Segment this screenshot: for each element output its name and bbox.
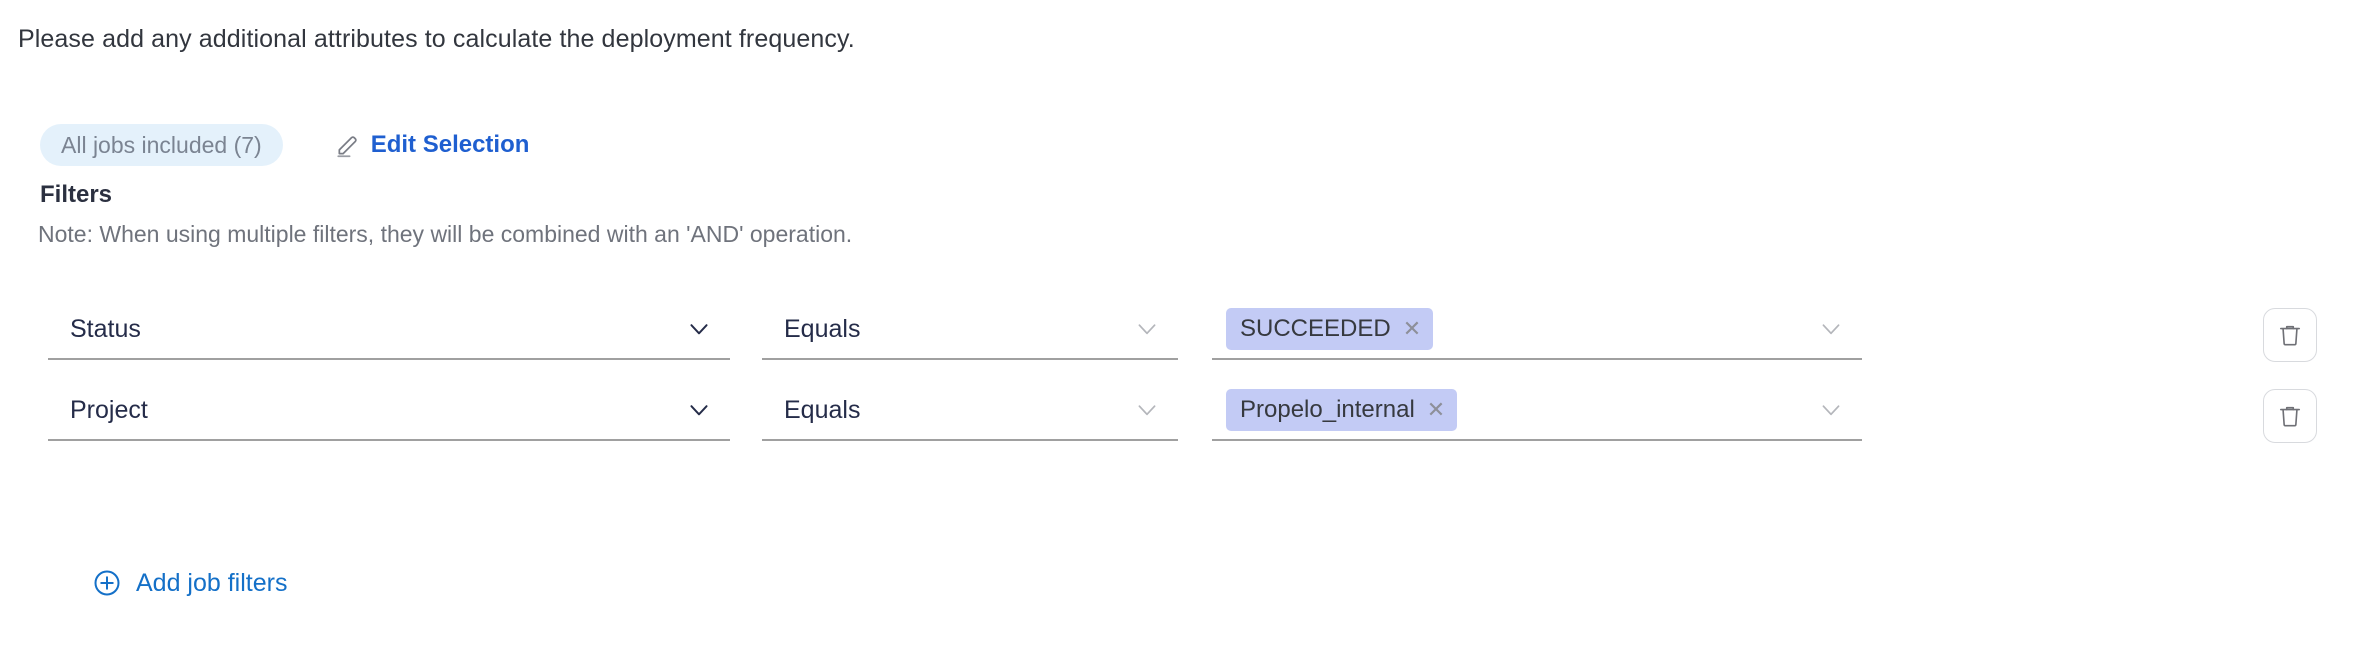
filter-row: Project Equals Propelo_internal ✕ — [0, 381, 2376, 461]
add-job-filters-button[interactable]: Add job filters — [92, 568, 287, 598]
filter-value-chip[interactable]: SUCCEEDED ✕ — [1226, 308, 1434, 350]
trash-icon — [2277, 322, 2303, 348]
edit-selection-button[interactable]: Edit Selection — [335, 131, 530, 159]
intro-text: Please add any additional attributes to … — [18, 25, 855, 53]
chevron-down-icon — [1134, 397, 1160, 423]
filter-attribute-select[interactable]: Status — [48, 300, 730, 360]
filter-attribute-select[interactable]: Project — [48, 381, 730, 441]
filters-note: Note: When using multiple filters, they … — [38, 221, 853, 247]
filter-row: Status Equals SUCCEEDED ✕ — [0, 300, 2376, 380]
filter-operator-select[interactable]: Equals — [762, 300, 1178, 360]
filter-value-chip-label: Propelo_internal — [1240, 396, 1415, 423]
jobs-included-badge: All jobs included (7) — [40, 124, 283, 166]
filter-value-select[interactable]: SUCCEEDED ✕ — [1212, 300, 1862, 360]
chevron-down-icon — [1134, 316, 1160, 342]
filter-operator-select[interactable]: Equals — [762, 381, 1178, 441]
chevron-down-icon — [1818, 397, 1844, 423]
filter-value-chip-label: SUCCEEDED — [1240, 315, 1391, 342]
job-selection-row: All jobs included (7) Edit Selection — [40, 124, 529, 166]
add-job-filters-label: Add job filters — [136, 568, 288, 597]
filter-attribute-value: Status — [70, 314, 141, 343]
delete-filter-button[interactable] — [2263, 389, 2317, 443]
filter-operator-value: Equals — [784, 314, 861, 343]
filter-value-select[interactable]: Propelo_internal ✕ — [1212, 381, 1862, 441]
filter-attribute-value: Project — [70, 395, 148, 424]
pencil-icon — [335, 132, 361, 158]
chevron-down-icon — [1818, 316, 1844, 342]
chevron-down-icon — [686, 316, 712, 342]
filter-operator-value: Equals — [784, 395, 861, 424]
filters-heading: Filters — [40, 181, 113, 208]
plus-circle-icon — [92, 568, 122, 598]
close-icon[interactable]: ✕ — [1402, 316, 1422, 341]
delete-filter-button[interactable] — [2263, 308, 2317, 362]
trash-icon — [2277, 403, 2303, 429]
filter-value-chips: Propelo_internal ✕ — [1212, 389, 1818, 431]
chevron-down-icon — [686, 397, 712, 423]
filter-value-chips: SUCCEEDED ✕ — [1212, 308, 1818, 350]
filter-value-chip[interactable]: Propelo_internal ✕ — [1226, 389, 1458, 431]
close-icon[interactable]: ✕ — [1426, 397, 1446, 422]
edit-selection-label: Edit Selection — [370, 131, 530, 158]
